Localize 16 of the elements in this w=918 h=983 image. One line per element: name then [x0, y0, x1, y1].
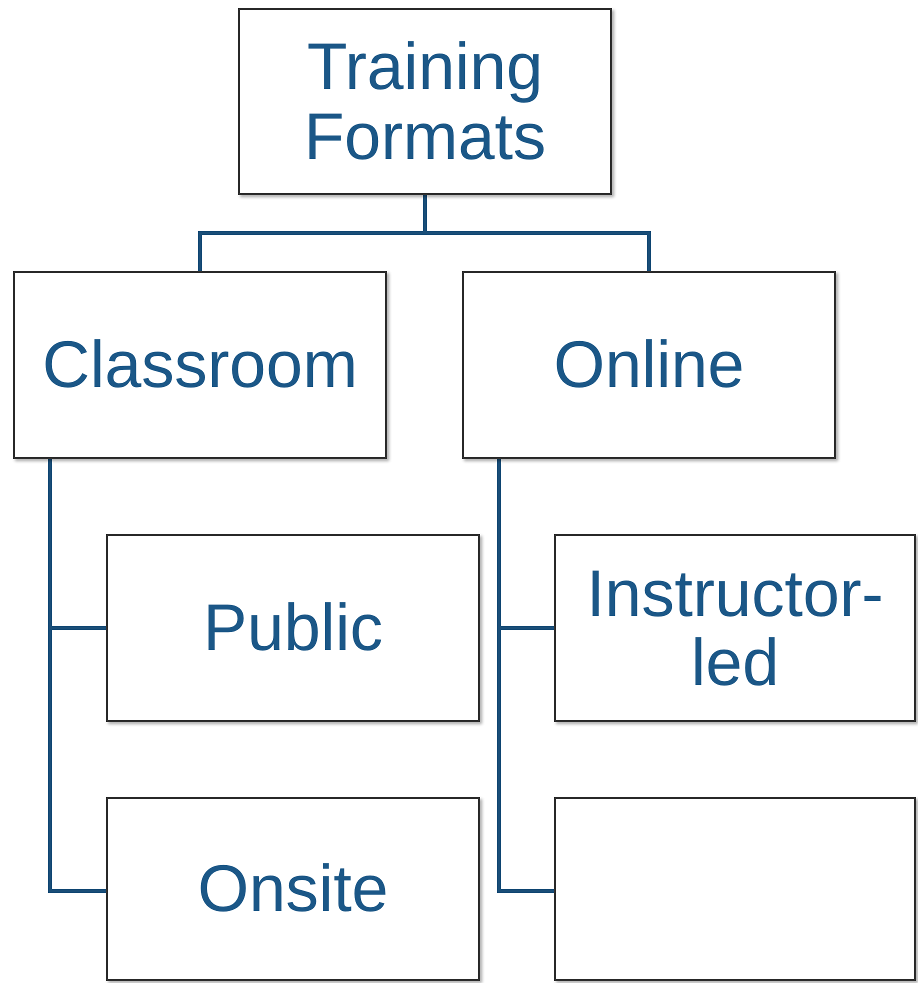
empty-box: [554, 797, 916, 981]
node-text: Onsite: [198, 854, 388, 924]
node-text: Public: [203, 593, 383, 663]
node-text: Instructor-led: [585, 558, 885, 698]
connector-line: [497, 459, 554, 893]
category-box: [238, 8, 612, 195]
node-text: Classroom: [42, 330, 358, 400]
node-text: Online: [554, 330, 744, 400]
node-text: Training Formats: [302, 32, 548, 171]
category-box: [106, 534, 480, 722]
connector-line: [48, 459, 106, 893]
category-box: [554, 534, 916, 722]
connector-line: [423, 195, 651, 271]
category-box: [106, 797, 480, 981]
category-box: [13, 271, 387, 459]
category-box: [462, 271, 836, 459]
